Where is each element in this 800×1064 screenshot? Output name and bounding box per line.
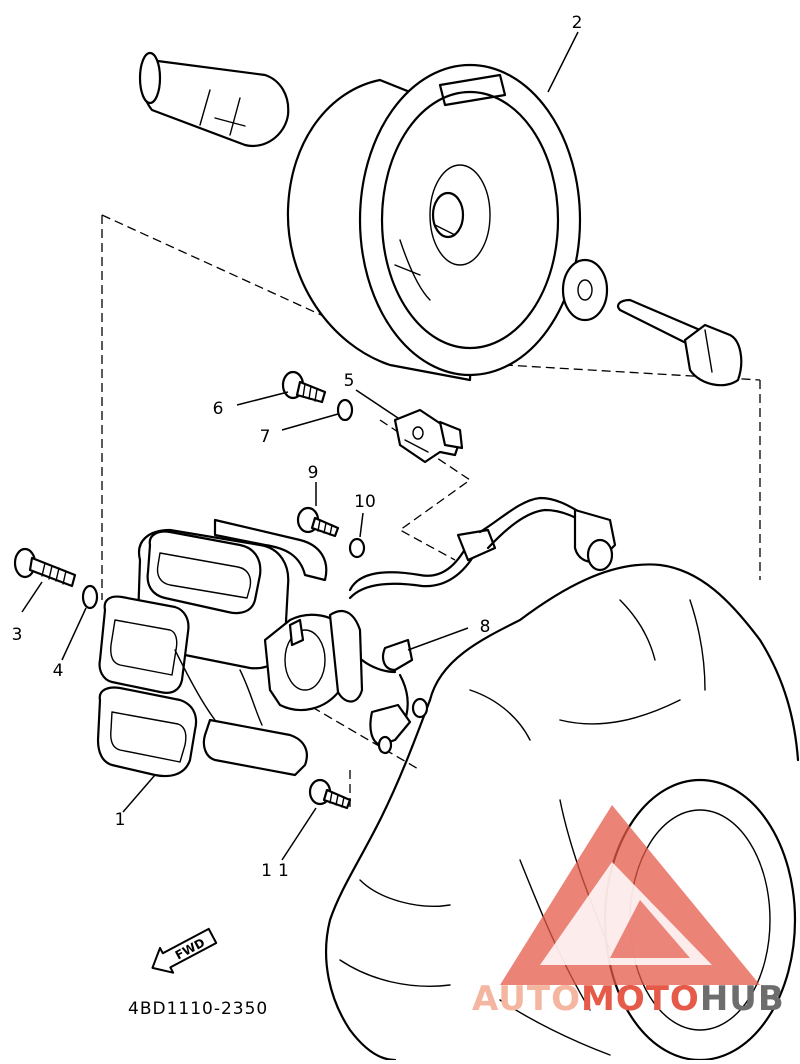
socket-tool — [138, 51, 290, 148]
washer-7 — [336, 398, 354, 422]
part-labels: 2 5 6 7 9 10 8 3 4 1 11 — [12, 13, 583, 881]
flywheel-rotor — [286, 63, 582, 382]
bolt-3 — [13, 547, 77, 588]
label-part-5: 5 — [344, 371, 355, 391]
diagram-code: 4BD1110-2350 — [128, 999, 268, 1019]
pickup-coil-5 — [393, 408, 464, 464]
label-part-8: 8 — [480, 617, 491, 637]
wire-harness — [348, 496, 617, 600]
watermark-text-moto: MOTO — [581, 979, 700, 1019]
washer-4 — [81, 584, 99, 610]
clamp-8 — [360, 638, 429, 755]
label-part-7: 7 — [260, 427, 271, 447]
rotor-bolt — [616, 298, 743, 387]
watermark-text-auto: AUTO — [472, 979, 581, 1019]
rotor-washer — [561, 258, 609, 322]
label-part-11: 11 — [261, 861, 295, 881]
label-part-9: 9 — [308, 463, 319, 483]
leader-lines — [21, 31, 579, 861]
watermark-logo: AUTOMOTOHUB — [472, 805, 785, 1019]
label-part-3: 3 — [12, 625, 23, 645]
screw-11 — [308, 778, 352, 810]
fwd-arrow: FWD — [151, 927, 218, 974]
stator-1 — [96, 518, 364, 778]
screw-6 — [281, 370, 327, 404]
label-part-2: 2 — [572, 13, 583, 33]
label-part-6: 6 — [213, 399, 224, 419]
svg-text:AUTOMOTOHUB: AUTOMOTOHUB — [472, 979, 785, 1019]
label-part-10: 10 — [354, 492, 376, 512]
washer-10 — [348, 537, 366, 559]
label-part-4: 4 — [53, 661, 64, 681]
watermark-text-hub: HUB — [700, 979, 785, 1019]
label-part-1: 1 — [115, 810, 126, 830]
screw-9 — [296, 506, 340, 538]
